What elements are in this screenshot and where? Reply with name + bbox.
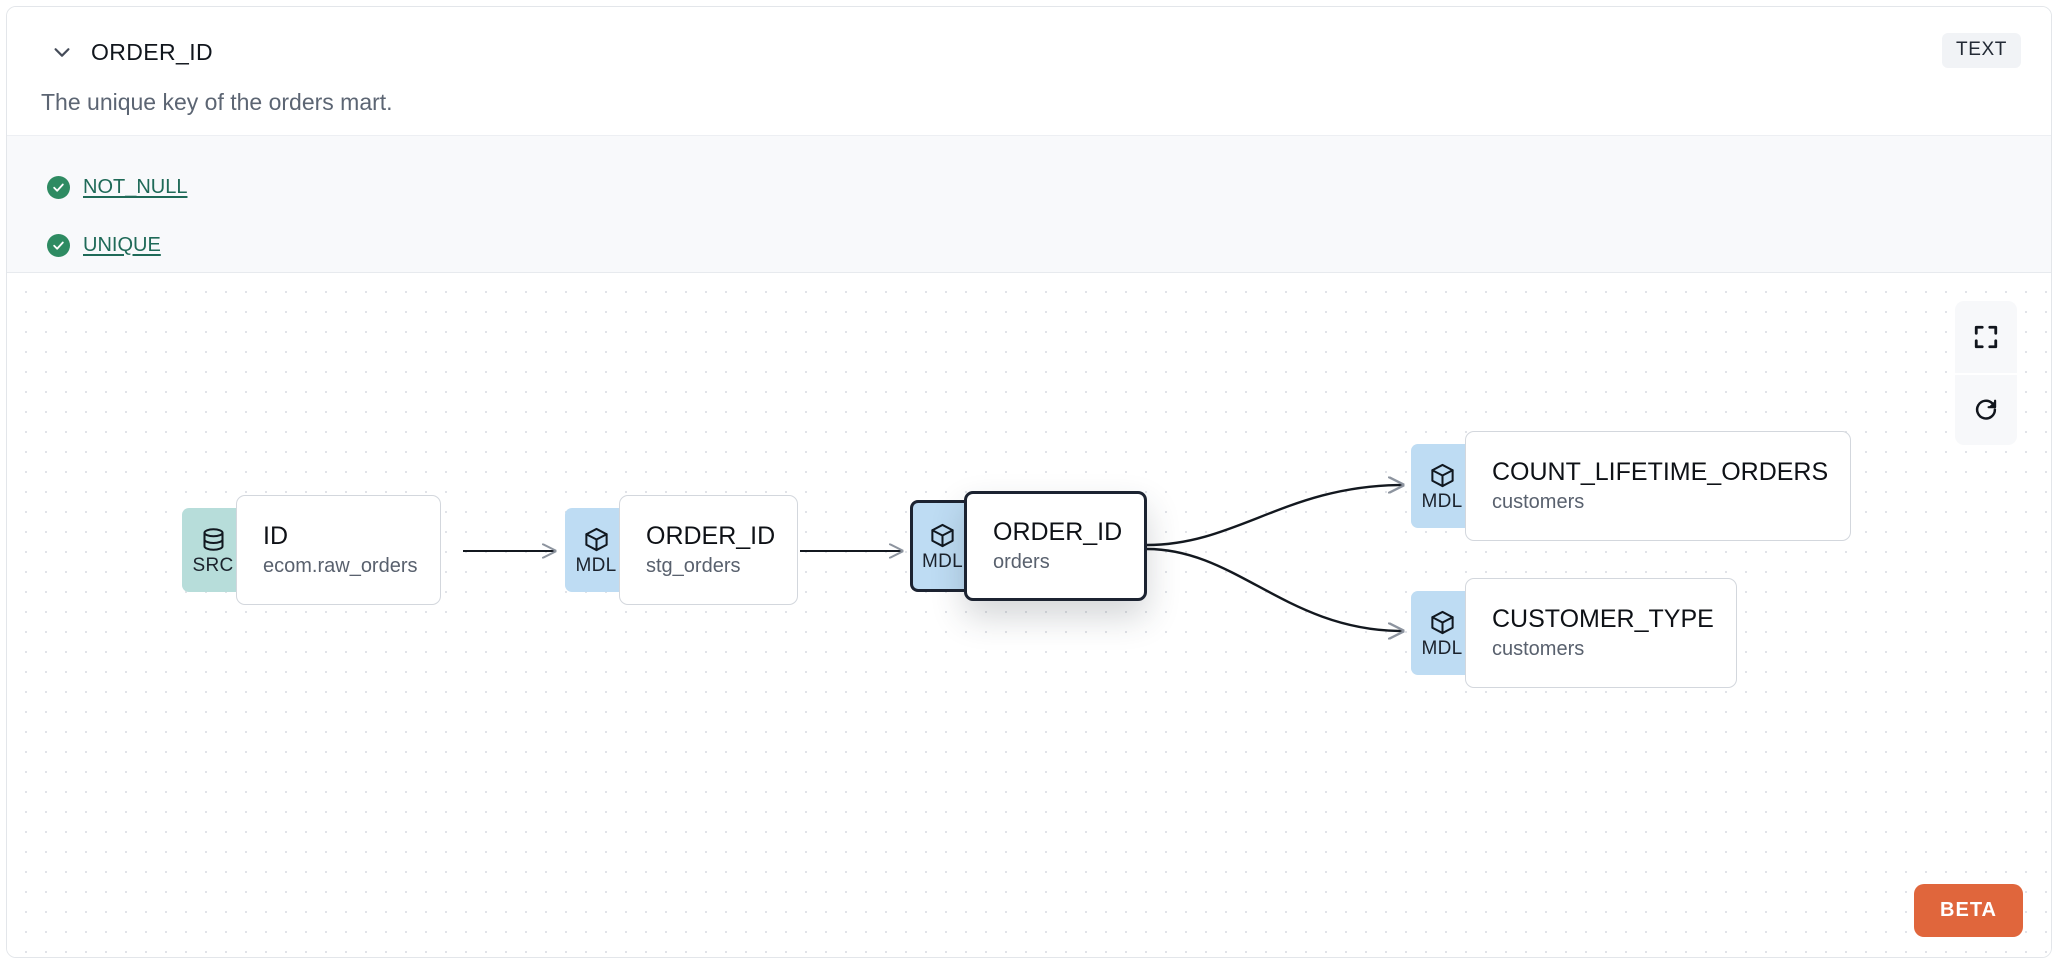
check-circle-icon: [47, 175, 70, 199]
lineage-node-orders-focused[interactable]: MDL ORDER_ID orders: [910, 491, 1148, 601]
node-column-name: ORDER_ID: [993, 518, 1123, 547]
node-type-label: SRC: [192, 554, 234, 576]
node-column-name: ID: [263, 522, 288, 551]
node-type-badge-mdl: MDL: [1411, 591, 1473, 675]
cube-icon: [1429, 462, 1456, 489]
node-type-label: MDL: [1421, 637, 1463, 659]
cube-icon: [1429, 609, 1456, 636]
beta-badge[interactable]: BETA: [1914, 884, 2023, 937]
tests-section: NOT_NULL UNIQUE: [7, 135, 2051, 273]
edge-orders-to-count: [1146, 485, 1403, 547]
node-body: ORDER_ID orders: [964, 491, 1148, 601]
cube-icon: [583, 526, 610, 553]
refresh-icon: [1973, 397, 1999, 423]
database-icon: [200, 526, 227, 553]
canvas-toolbar: [1955, 301, 2017, 445]
node-type-badge-mdl: MDL: [565, 508, 627, 592]
node-type-label: MDL: [921, 550, 963, 572]
node-model-name: customers: [1492, 490, 1585, 513]
column-detail-panel: ORDER_ID TEXT The unique key of the orde…: [6, 6, 2052, 958]
panel-header: ORDER_ID TEXT The unique key of the orde…: [7, 7, 2051, 135]
node-model-name: stg_orders: [646, 554, 741, 577]
node-type-badge-mdl: MDL: [1411, 444, 1473, 528]
node-model-name: orders: [993, 550, 1050, 573]
test-row: UNIQUE: [47, 216, 2051, 274]
fullscreen-icon: [1973, 324, 1999, 350]
fit-view-button[interactable]: [1955, 301, 2017, 373]
lineage-node-count-lifetime-orders[interactable]: MDL COUNT_LIFETIME_ORDERS customers: [1411, 431, 1852, 541]
node-model-name: ecom.raw_orders: [263, 554, 418, 577]
test-link-unique[interactable]: UNIQUE: [83, 233, 161, 256]
node-body: ORDER_ID stg_orders: [619, 495, 799, 605]
check-circle-icon: [47, 233, 70, 257]
node-body: CUSTOMER_TYPE customers: [1465, 578, 1737, 688]
node-column-name: ORDER_ID: [646, 522, 776, 551]
test-link-not-null[interactable]: NOT_NULL: [83, 175, 188, 198]
chevron-down-icon[interactable]: [45, 35, 79, 69]
lineage-edges: [463, 273, 2051, 957]
lineage-node-customer-type[interactable]: MDL CUSTOMER_TYPE customers: [1411, 578, 1737, 688]
lineage-node-stg-orders[interactable]: MDL ORDER_ID stg_orders: [565, 495, 799, 605]
node-body: ID ecom.raw_orders: [236, 495, 441, 605]
test-row: NOT_NULL: [47, 158, 2051, 216]
column-title-row: ORDER_ID: [45, 35, 213, 69]
data-type-badge: TEXT: [1942, 33, 2021, 68]
node-body: COUNT_LIFETIME_ORDERS customers: [1465, 431, 1852, 541]
node-type-label: MDL: [1421, 490, 1463, 512]
node-model-name: customers: [1492, 637, 1585, 660]
page-title: ORDER_ID: [91, 38, 214, 65]
node-type-label: MDL: [575, 554, 617, 576]
column-description: The unique key of the orders mart.: [41, 89, 393, 115]
node-column-name: CUSTOMER_TYPE: [1492, 605, 1714, 634]
lineage-node-src-id[interactable]: SRC ID ecom.raw_orders: [182, 495, 441, 605]
node-column-name: COUNT_LIFETIME_ORDERS: [1492, 458, 1829, 487]
node-type-badge-src: SRC: [182, 508, 244, 592]
cube-icon: [929, 522, 956, 549]
node-type-badge-mdl: MDL: [910, 500, 972, 592]
edge-orders-to-customer-type: [1146, 547, 1403, 631]
lineage-graph-canvas[interactable]: SRC ID ecom.raw_orders MDL ORDE: [7, 273, 2051, 957]
reset-button[interactable]: [1955, 373, 2017, 445]
